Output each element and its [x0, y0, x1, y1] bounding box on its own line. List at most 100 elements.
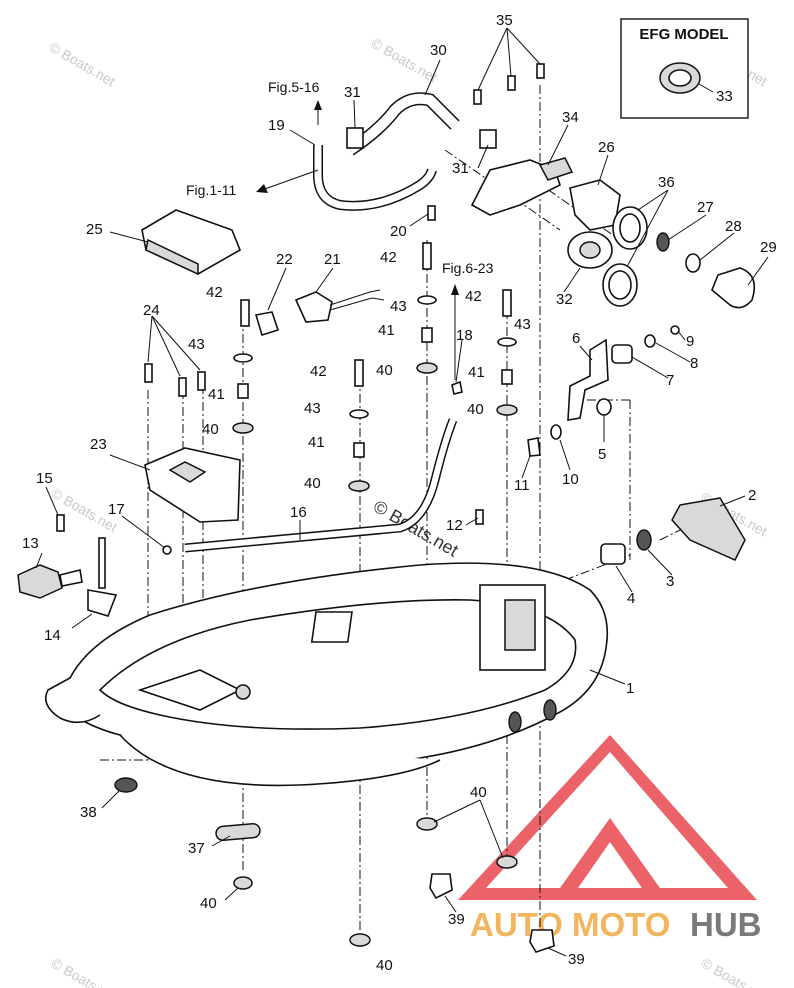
callout-42: 42 — [465, 288, 482, 305]
bracket-23 — [144, 447, 241, 523]
handle-2 — [671, 497, 746, 561]
clamp-31-lower — [479, 129, 497, 149]
callout-10: 10 — [562, 471, 579, 488]
bottom-cowling — [44, 562, 609, 787]
callout-43: 43 — [188, 336, 205, 353]
callout-8: 8 — [690, 355, 698, 372]
callout-30: 30 — [430, 42, 447, 59]
callout-32: 32 — [556, 291, 573, 308]
bolt-15 — [56, 514, 65, 532]
callout-43: 43 — [304, 400, 321, 417]
callout-41: 41 — [378, 322, 395, 339]
washer-10 — [550, 424, 562, 440]
callout-31: 31 — [452, 160, 469, 177]
clip-22 — [254, 311, 280, 337]
collar-40 — [233, 876, 253, 890]
callout-6: 6 — [572, 330, 580, 347]
callout-40: 40 — [467, 401, 484, 418]
callout-26: 26 — [598, 139, 615, 156]
callout-37: 37 — [188, 840, 205, 857]
callout-9: 9 — [686, 333, 694, 350]
efg-box-title: EFG MODEL — [639, 26, 728, 43]
watermark: © Boats.net — [699, 955, 771, 988]
callout-35: 35 — [496, 12, 513, 29]
callout-19: 19 — [268, 117, 285, 134]
efg-model-inset: EFG MODEL 33 — [620, 18, 749, 119]
callout-23: 23 — [90, 436, 107, 453]
callout-40: 40 — [304, 475, 321, 492]
o-ring-28 — [685, 253, 701, 273]
callout-2: 2 — [748, 487, 756, 504]
callout-11: 11 — [514, 477, 530, 494]
callout-17: 17 — [108, 501, 125, 518]
callout-41: 41 — [208, 386, 225, 403]
callout-1: 1 — [626, 680, 634, 697]
washer-8 — [644, 334, 656, 348]
callout-24: 24 — [143, 302, 160, 319]
callout-14: 14 — [44, 627, 61, 644]
callout-40: 40 — [470, 784, 487, 801]
callout-5: 5 — [598, 446, 606, 463]
automotohub-logo: AUTO MOTO HUB — [458, 735, 762, 943]
callout-42: 42 — [380, 249, 397, 266]
clamp-31-upper — [346, 127, 364, 149]
callout-41: 41 — [308, 434, 325, 451]
logo-triangle-outline — [458, 735, 757, 900]
callout-36: 36 — [658, 174, 675, 191]
logo-triangle-inner — [560, 818, 660, 888]
clip-18 — [451, 380, 463, 395]
callout-21: 21 — [324, 251, 341, 268]
callout-13: 13 — [22, 535, 39, 552]
o-ring-5 — [596, 398, 612, 416]
switch-26 — [569, 179, 621, 231]
bracket-6 — [567, 338, 609, 421]
callout-28: 28 — [725, 218, 742, 235]
grommet-37 — [215, 822, 261, 842]
callout-42: 42 — [206, 284, 223, 301]
callout-20: 20 — [390, 223, 407, 240]
fastener-stacks — [56, 63, 545, 555]
clip-9 — [670, 325, 680, 335]
callout-27: 27 — [697, 199, 714, 216]
callout-29: 29 — [760, 239, 777, 256]
callout-43: 43 — [514, 316, 531, 333]
callout-38: 38 — [80, 804, 97, 821]
callout-40: 40 — [376, 362, 393, 379]
callout-39: 39 — [568, 951, 585, 968]
washer-27 — [656, 232, 670, 252]
callouts: 35 30 31 19 31 34 26 36 27 28 29 32 20 2… — [22, 12, 777, 974]
logo-moto: MOTO — [572, 906, 670, 943]
figure-ref-1-11: Fig.1-11 — [186, 182, 237, 198]
bushing-4 — [600, 543, 626, 565]
hose-19 — [313, 145, 437, 211]
watermark: © Boats.net — [47, 39, 119, 90]
lever-14 — [98, 537, 106, 589]
callout-34: 34 — [562, 109, 579, 126]
callout-25: 25 — [86, 221, 103, 238]
bolt-11 — [527, 437, 541, 457]
callout-43: 43 — [390, 298, 407, 315]
callout-40: 40 — [376, 957, 393, 974]
callout-40: 40 — [202, 421, 219, 438]
callout-31: 31 — [344, 84, 361, 101]
connector-21 — [294, 291, 333, 323]
callout-33: 33 — [716, 88, 733, 105]
callout-39: 39 — [448, 911, 465, 928]
callout-7: 7 — [666, 372, 674, 389]
callout-40: 40 — [200, 895, 217, 912]
mount-39-a — [429, 873, 453, 900]
callout-4: 4 — [627, 590, 635, 607]
logo-hub: HUB — [690, 906, 762, 943]
callout-12: 12 — [446, 517, 463, 534]
ring-3 — [636, 529, 652, 551]
leader-lines — [35, 27, 769, 957]
callout-42: 42 — [310, 363, 327, 380]
watermark: © Boats.net — [49, 955, 121, 988]
figure-ref-5-16: Fig.5-16 — [268, 79, 320, 95]
cable-13 — [17, 564, 63, 599]
callout-18: 18 — [456, 327, 473, 344]
mount-39-b — [529, 929, 555, 953]
callout-16: 16 — [290, 504, 307, 521]
cap-29 — [711, 267, 756, 309]
